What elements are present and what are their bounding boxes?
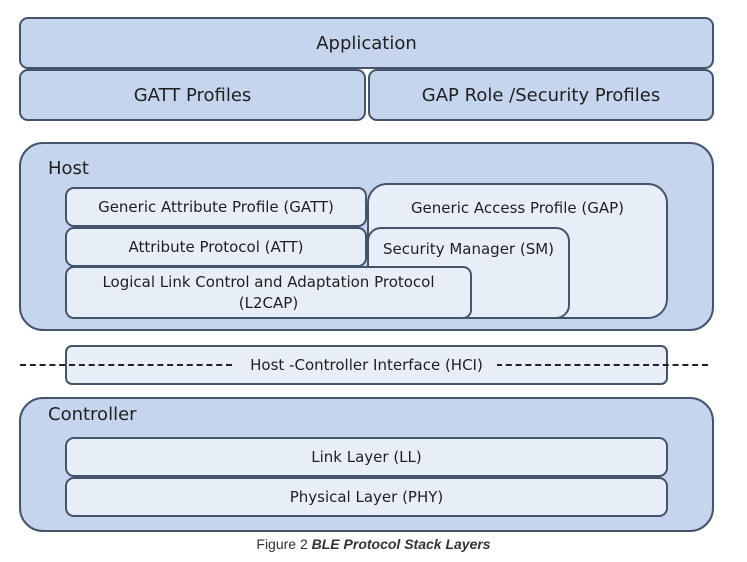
att-box: Attribute Protocol (ATT)	[65, 227, 367, 267]
hci-label: Host -Controller Interface (HCI)	[236, 356, 497, 374]
l2cap-label-line2: (L2CAP)	[238, 293, 299, 312]
physical-layer-box: Physical Layer (PHY)	[65, 477, 668, 517]
physical-layer-label: Physical Layer (PHY)	[289, 488, 444, 506]
link-layer-box: Link Layer (LL)	[65, 437, 668, 477]
gatt-profiles-layer: GATT Profiles	[19, 69, 366, 121]
link-layer-label: Link Layer (LL)	[311, 448, 422, 466]
gatt-box: Generic Attribute Profile (GATT)	[65, 187, 367, 227]
gatt-profiles-label: GATT Profiles	[133, 84, 252, 106]
figure-caption: Figure 2 BLE Protocol Stack Layers	[0, 536, 747, 552]
gap-profiles-layer: GAP Role /Security Profiles	[368, 69, 714, 121]
application-label: Application	[316, 32, 417, 54]
caption-prefix: Figure 2	[256, 536, 312, 552]
application-layer: Application	[19, 17, 714, 69]
security-manager-label: Security Manager (SM)	[382, 240, 555, 258]
gatt-label: Generic Attribute Profile (GATT)	[98, 198, 334, 216]
caption-title: BLE Protocol Stack Layers	[311, 536, 491, 552]
host-label: Host	[48, 158, 89, 179]
hci-boundary-line-right	[496, 364, 708, 366]
l2cap-box: Logical Link Control and Adaptation Prot…	[65, 266, 472, 319]
gap-label: Generic Access Profile (GAP)	[410, 199, 625, 217]
hci-boundary-line-left	[20, 364, 232, 366]
controller-label: Controller	[48, 404, 137, 425]
l2cap-label-line1: Logical Link Control and Adaptation Prot…	[102, 272, 435, 291]
att-label: Attribute Protocol (ATT)	[128, 238, 304, 256]
gap-profiles-label: GAP Role /Security Profiles	[421, 84, 661, 106]
